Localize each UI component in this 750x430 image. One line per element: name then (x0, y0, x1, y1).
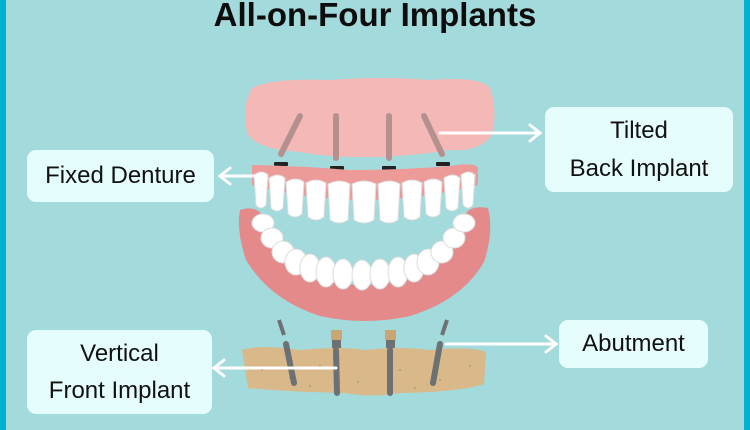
label-vertical-front-line1: Vertical (80, 339, 159, 367)
upper-implants (278, 113, 445, 161)
frame-border-left (0, 0, 6, 430)
label-abutment-text: Abutment (582, 330, 685, 358)
label-fixed-denture: Fixed Denture (27, 150, 214, 202)
upper-teeth-arch (252, 164, 478, 224)
lower-denture (238, 207, 491, 321)
lower-abutments (277, 319, 449, 348)
label-fixed-denture-text: Fixed Denture (45, 162, 196, 190)
label-arrows (211, 123, 559, 378)
label-abutment: Abutment (559, 320, 708, 368)
upper-abutment-caps (274, 162, 450, 170)
label-vertical-front-line2: Front Implant (48, 377, 191, 404)
jaw-bone (242, 347, 486, 396)
label-tilted-back-line2: Back Implant (569, 154, 709, 182)
label-tilted-back-implant: Tilted Back Implant (545, 107, 733, 192)
frame-border-right (744, 0, 750, 430)
label-tilted-back-line1: Tilted (610, 117, 668, 145)
lower-implants (283, 341, 443, 396)
label-vertical-front-implant: Vertical Front Implant (27, 330, 212, 414)
diagram-title: All-on-Four Implants (213, 0, 537, 33)
